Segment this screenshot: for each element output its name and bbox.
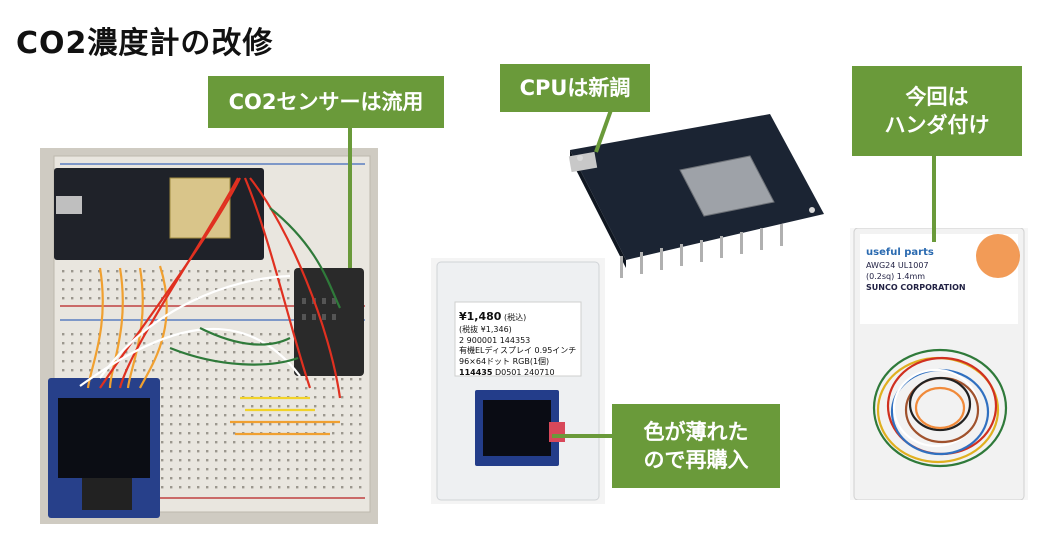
callout-sensor-text: CO2センサーは流用: [228, 89, 424, 114]
callout-sensor-reused: CO2センサーは流用: [208, 76, 444, 128]
breadboard-photo: [40, 148, 378, 524]
wire-maker: SUNCO CORPORATION: [866, 283, 966, 293]
callout-display-line2: ので再購入: [643, 448, 749, 472]
oled-display-package-photo: ¥1,480 (税込) (税抜 ¥1,346) 2 900001 144353 …: [431, 258, 605, 504]
callout-cpu-new: CPUは新調: [500, 64, 650, 112]
label-code: 114435: [459, 368, 493, 378]
label-tax: (税込): [504, 313, 527, 322]
callout-display-line1: 色が薄れた: [643, 419, 749, 444]
wire-spec1: AWG24 UL1007: [866, 261, 929, 270]
callout-soldering: 今回は ハンダ付け: [852, 66, 1022, 156]
wire-pack-photo: useful parts AWG24 UL1007 (0.2sq) 1.4mm …: [850, 228, 1028, 500]
label-price: ¥1,480: [459, 310, 502, 323]
label-product: 有機ELディスプレイ 0.95インチ 96×64ドット RGB(1個): [459, 346, 577, 367]
callout-solder-line2: ハンダ付け: [884, 113, 990, 137]
page-title: CO2濃度計の改修: [16, 26, 274, 61]
wire-brand: useful parts: [866, 247, 934, 258]
callout-solder-line1: 今回は: [905, 84, 969, 109]
callout-display-repurchased: 色が薄れた ので再購入: [612, 404, 780, 488]
label-price-ex: (税抜 ¥1,346): [459, 324, 512, 334]
wire-spec2: (0.2sq) 1.4mm: [866, 272, 926, 282]
label-barcode: 2 900001 144353: [459, 335, 531, 345]
label-lot: D0501 240710: [494, 368, 555, 378]
callout-cpu-text: CPUは新調: [519, 75, 631, 100]
